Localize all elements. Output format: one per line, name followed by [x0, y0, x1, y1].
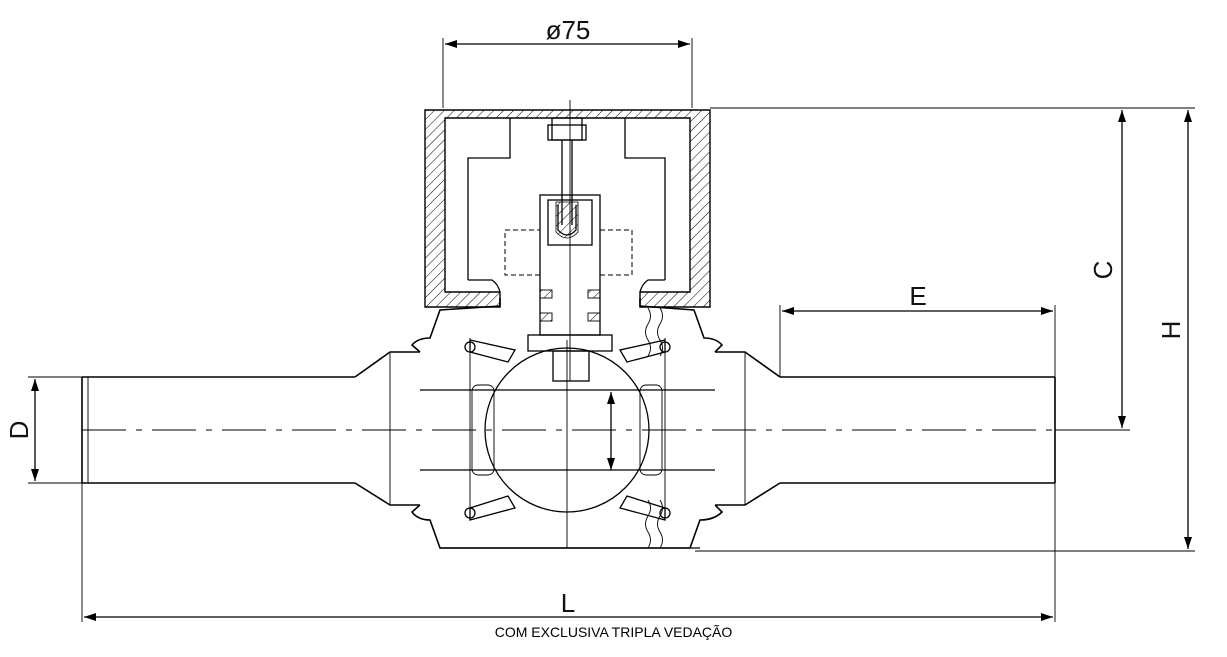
- dimension-E: E: [779, 281, 1056, 377]
- drawing-caption: COM EXCLUSIVA TRIPLA VEDAÇÃO: [494, 624, 733, 640]
- seal-lower-right: [619, 495, 671, 521]
- valve-body: [410, 298, 724, 549]
- seal-upper-right: [618, 339, 671, 363]
- dimension-diameter: ø75: [442, 15, 693, 108]
- C-label: C: [1088, 261, 1118, 280]
- pipe-body: [81, 351, 1056, 506]
- H-label: H: [1156, 321, 1186, 340]
- seal-lower-left: [464, 495, 516, 521]
- dimension-C: C: [710, 107, 1195, 431]
- L-label: L: [561, 588, 575, 618]
- diameter-label: ø75: [546, 15, 591, 45]
- E-label: E: [909, 281, 926, 311]
- dimension-L: L: [81, 483, 1056, 622]
- dimension-D: D: [4, 376, 82, 484]
- top-cap: [424, 100, 711, 382]
- seal-upper-left: [464, 339, 517, 363]
- D-label: D: [4, 421, 34, 440]
- dimension-H: H: [695, 110, 1195, 552]
